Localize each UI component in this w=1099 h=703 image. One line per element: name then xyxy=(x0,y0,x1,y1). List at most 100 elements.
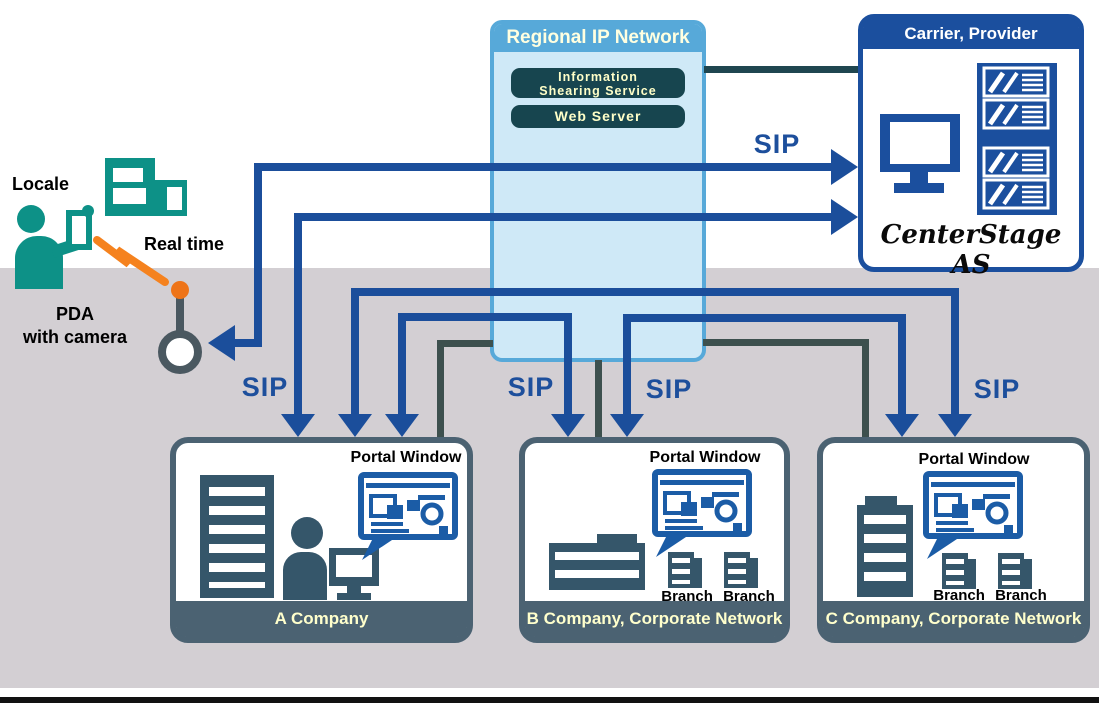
regional-ip-network-title: Regional IP Network xyxy=(494,24,702,52)
sip-label-b-right: SIP xyxy=(645,374,693,404)
arrowhead-into-a-3 xyxy=(385,414,419,437)
building-block-left xyxy=(105,158,155,216)
arrow-a-carrier-vertical xyxy=(294,213,302,416)
building-window xyxy=(113,168,143,182)
pda-tablet-icon xyxy=(66,210,92,250)
connector-regional-a-vertical xyxy=(437,340,444,439)
pda-line-2: with camera xyxy=(22,327,128,347)
arrowhead-into-carrier-2 xyxy=(831,199,858,235)
antenna-stem xyxy=(176,294,184,340)
portal-window-icon xyxy=(652,469,752,557)
arrow-b-c-horizontal xyxy=(623,314,906,322)
portal-window-label-a: Portal Window xyxy=(350,449,462,466)
building-windows xyxy=(209,487,265,588)
worker-body-icon xyxy=(283,552,327,600)
branch-office-icon xyxy=(942,549,976,589)
monitor-neck xyxy=(910,172,928,183)
building-windows xyxy=(555,552,639,583)
building-window xyxy=(167,187,182,210)
antenna-ball xyxy=(171,281,189,299)
connector-regional-a-horizontal xyxy=(437,340,493,347)
arrowhead-into-c-2 xyxy=(938,414,972,437)
office-building-icon-a xyxy=(200,475,274,598)
branch-windows xyxy=(672,558,690,584)
person-head xyxy=(17,205,45,233)
worker-head-icon xyxy=(291,517,323,549)
monitor-screen xyxy=(890,122,950,164)
real-time-label: Real time xyxy=(144,234,225,254)
company-b-name: B Company, Corporate Network xyxy=(525,601,784,637)
arrowhead-into-c-1 xyxy=(885,414,919,437)
monitor-base xyxy=(337,593,371,600)
company-c-name: C Company, Corporate Network xyxy=(823,601,1084,637)
carrier-monitor-icon xyxy=(880,114,960,172)
arrowhead-into-b-2 xyxy=(610,414,644,437)
company-a-name: A Company xyxy=(176,601,467,637)
arrowhead-into-a-2 xyxy=(338,414,372,437)
portal-window-label-b: Portal Window xyxy=(649,449,761,466)
arrow-a-c-horizontal xyxy=(351,288,959,296)
arrow-a-carrier-horizontal xyxy=(294,213,832,221)
sip-label-a: SIP xyxy=(241,372,289,402)
regional-ip-network-box: Regional IP Network Information Shearing… xyxy=(490,20,706,362)
branch-windows xyxy=(946,559,964,585)
office-building-icon-b xyxy=(549,543,645,590)
branch-windows xyxy=(1002,559,1020,585)
branch-side xyxy=(748,558,758,588)
server-rack-icon xyxy=(977,63,1057,215)
branch-office-icon xyxy=(998,549,1032,589)
antenna-ring xyxy=(158,330,202,374)
branch-labels-c: Branch Branch xyxy=(933,587,1047,604)
arrowhead-into-carrier-1 xyxy=(831,149,858,185)
company-b-box: Portal Window Branch Branch B Company, C… xyxy=(519,437,790,643)
service-line-2: Shearing Service xyxy=(539,84,657,98)
arrow-antenna-carrier-horizontal xyxy=(254,163,832,171)
branch-office-icon xyxy=(724,548,758,588)
arrow-a-b-left-vertical xyxy=(398,313,406,416)
web-server-box: Web Server xyxy=(511,105,685,128)
arrow-b-c-right-vertical xyxy=(898,314,906,416)
branch-office-icon xyxy=(668,548,702,588)
arrowhead-into-antenna xyxy=(208,325,235,361)
carrier-provider-title: Carrier, Provider xyxy=(863,19,1079,49)
pda-with-camera-label: PDA with camera xyxy=(0,303,150,349)
building-window xyxy=(113,188,146,204)
arrow-a-c-left-vertical xyxy=(351,288,359,416)
connector-regional-b-vertical xyxy=(595,360,602,439)
sip-label-b-left: SIP xyxy=(507,372,555,402)
locale-building-icon xyxy=(105,158,187,216)
connector-regional-c-vertical xyxy=(862,339,869,439)
arrow-antenna-stub xyxy=(234,339,262,347)
pda-line-1: PDA xyxy=(55,304,94,324)
arrowhead-into-b-1 xyxy=(551,414,585,437)
building-roof-tab xyxy=(865,496,897,505)
portal-window-icon xyxy=(923,471,1023,559)
portal-window-icon xyxy=(358,472,458,560)
portal-window-label-c: Portal Window xyxy=(918,451,1030,468)
background-bottom-rule xyxy=(0,697,1099,703)
sip-label-c: SIP xyxy=(973,374,1021,404)
arrowhead-into-a-1 xyxy=(281,414,315,437)
company-a-box: Portal Window A Company xyxy=(170,437,473,643)
carrier-provider-box: Carrier, Provider xyxy=(858,14,1084,280)
connector-regional-carrier xyxy=(704,66,861,73)
building-roof-tab xyxy=(597,534,637,543)
branch-windows xyxy=(728,558,746,584)
arrow-a-b-right-vertical xyxy=(564,313,572,416)
arrow-antenna-carrier-vertical xyxy=(254,163,262,347)
sip-label-carrier: SIP xyxy=(753,129,801,159)
locale-label: Locale xyxy=(12,174,70,194)
wireless-lightning-icon xyxy=(93,236,169,286)
building-windows xyxy=(864,515,906,589)
monitor-screen xyxy=(336,555,372,577)
company-c-box: Portal Window Branch Branch C Company, C… xyxy=(817,437,1090,643)
arrow-a-c-right-vertical xyxy=(951,288,959,416)
branch-side xyxy=(1022,559,1032,589)
branch-side xyxy=(692,558,702,588)
branch-side xyxy=(966,559,976,589)
connector-regional-c-horizontal xyxy=(703,339,869,346)
person-hand xyxy=(82,205,94,217)
centerstage-brand: CenterStage AS xyxy=(880,220,1062,280)
desktop-monitor-icon xyxy=(329,548,379,586)
